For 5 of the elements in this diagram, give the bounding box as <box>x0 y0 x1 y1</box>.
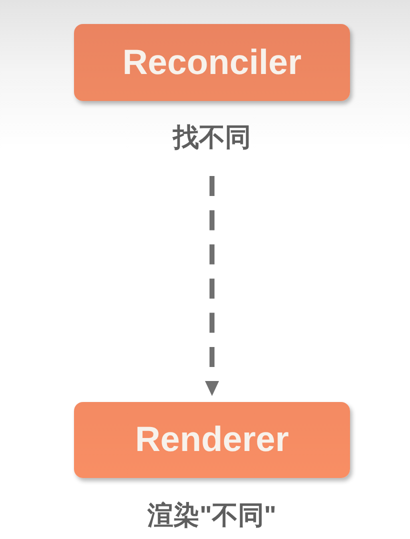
arrow <box>205 176 219 396</box>
caption-text: 找不同 <box>173 122 251 152</box>
process-box: Reconciler <box>74 24 350 101</box>
caption-text: 渲染"不同" <box>148 500 276 530</box>
process-box: Renderer <box>74 402 350 478</box>
